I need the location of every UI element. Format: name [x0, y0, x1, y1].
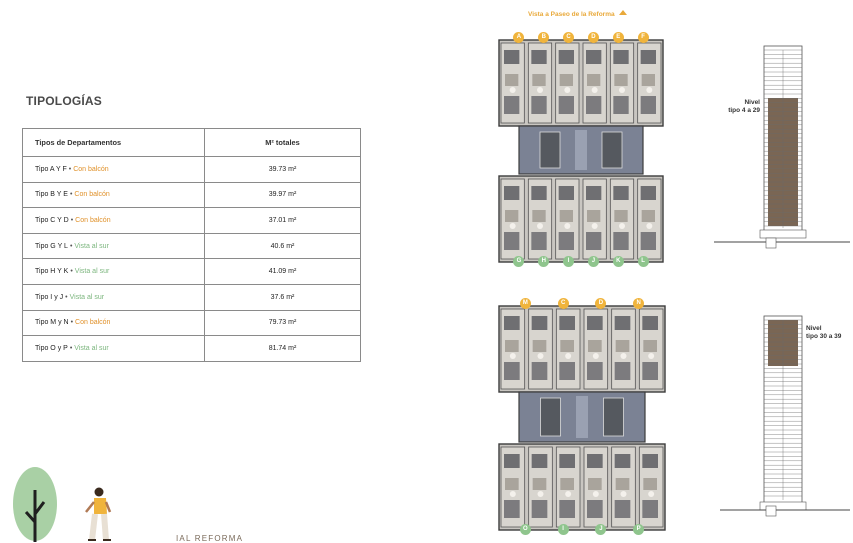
tower-bottom-label: Nivel tipo 30 a 39 [806, 325, 841, 340]
bullet-icon: • [70, 216, 74, 224]
cell-area: 39.97 m² [204, 181, 361, 209]
bullet-icon: • [65, 293, 68, 301]
unit-marker-e: E [612, 32, 624, 43]
cell-tipo: Tipo C Y D•Con balcón [22, 207, 205, 234]
unit-marker-j: J [595, 524, 607, 535]
plan-heading: Vista a Paseo de la Reforma [528, 10, 627, 18]
unit-marker-o: O [519, 524, 531, 535]
cell-area: 81.74 m² [204, 335, 361, 362]
tower-top-label-line1: Nivel [744, 99, 760, 106]
feature-tag: Vista al sur [69, 293, 105, 301]
floor-plan-graphic [498, 39, 664, 263]
cell-tipo: Tipo M y N•Con balcón [22, 309, 205, 337]
tower-bottom-label-line2: tipo 30 a 39 [806, 332, 842, 340]
unit-marker-n: N [633, 298, 645, 309]
unit-marker-g: G [513, 256, 525, 267]
unit-marker-c: C [557, 298, 569, 309]
tree-illustration [13, 467, 57, 542]
feature-tag: Vista al sur [74, 268, 110, 276]
unit-marker-d: D [587, 32, 599, 43]
tipo-label: Tipo H Y K [35, 268, 69, 276]
cell-area: 37.6 m² [204, 283, 361, 311]
cell-area: 79.73 m² [204, 309, 361, 337]
bullet-icon: • [69, 242, 73, 250]
unit-marker-i: I [557, 524, 569, 535]
floor-plan-top: A B C D E F G H I J K L [497, 32, 665, 268]
cell-tipo: Tipo G Y L•Vista al sur [22, 232, 205, 260]
unit-marker-p: P [633, 524, 645, 535]
arrow-up-icon [618, 10, 627, 15]
unit-marker-b: B [538, 32, 550, 43]
bullet-icon: • [70, 319, 74, 327]
cell-area: 41.09 m² [204, 258, 361, 285]
bullet-icon: • [70, 268, 73, 276]
tower-bottom-label-line1: Nivel [806, 325, 822, 332]
unit-marker-l: L [637, 256, 649, 267]
tipo-label: Tipo I y J [35, 293, 64, 301]
feature-tag: Vista al sur [74, 242, 109, 250]
cell-tipo: Tipo A Y F•Con balcón [22, 156, 205, 183]
bullet-icon: • [69, 344, 73, 352]
tower-top-label-line2: tipo 4 a 29 [728, 106, 760, 114]
cell-area: 37.01 m² [204, 207, 361, 234]
cell-area: 40.6 m² [204, 232, 361, 260]
unit-marker-i: I [563, 256, 575, 267]
unit-marker-k: K [612, 256, 624, 267]
cell-tipo: Tipo I y J•Vista al sur [22, 283, 205, 311]
typologies-table: Tipos de Departamentos M² totales Tipo A… [22, 128, 361, 362]
tower-top-label: Nivel tipo 4 a 29 [722, 99, 760, 114]
tipo-label: Tipo A Y F [35, 165, 67, 173]
cell-tipo: Tipo B Y E•Con balcón [22, 181, 205, 209]
table-header-row: Tipos de Departamentos M² totales [22, 128, 361, 157]
unit-marker-j: J [587, 256, 599, 267]
bullet-icon: • [69, 191, 73, 199]
cell-area: 39.73 m² [204, 156, 361, 183]
floor-plan-bottom: M C D N O I J P [497, 298, 667, 536]
tipo-label: Tipo G Y L [35, 242, 68, 250]
tower-elevation-top [714, 44, 850, 259]
feature-tag: Con balcón [74, 191, 110, 199]
unit-marker-c: C [563, 32, 575, 43]
unit-marker-f: F [637, 32, 649, 43]
person-illustration [85, 487, 112, 541]
feature-tag: Con balcón [75, 216, 111, 224]
tipo-label: Tipo B Y E [35, 191, 68, 199]
tipo-label: Tipo C Y D [35, 216, 69, 224]
tipo-label: Tipo O y P [35, 344, 68, 352]
unit-marker-d: D [595, 298, 607, 309]
unit-marker-m: M [519, 298, 531, 309]
footer-text: IAL REFORMA [176, 534, 244, 543]
tower-bottom-graphic [720, 315, 850, 517]
feature-tag: Con balcón [73, 165, 109, 173]
feature-tag: Vista al sur [74, 344, 109, 352]
bullet-icon: • [68, 165, 72, 173]
header-tipos: Tipos de Departamentos [22, 128, 205, 157]
unit-marker-h: H [538, 256, 550, 267]
section-title: TIPOLOGÍAS [26, 94, 103, 108]
tipo-label: Tipo M y N [35, 319, 69, 327]
tower-top-graphic [714, 45, 850, 249]
cell-tipo: Tipo H Y K•Vista al sur [22, 258, 205, 285]
cell-tipo: Tipo O y P•Vista al sur [22, 335, 205, 362]
feature-tag: Con balcón [75, 319, 111, 327]
unit-marker-a: A [513, 32, 525, 43]
plan-heading-text: Vista a Paseo de la Reforma [528, 11, 615, 18]
tower-elevation-bottom [720, 314, 850, 524]
floor-plan-graphic [498, 305, 666, 531]
header-m2: M² totales [204, 128, 361, 157]
